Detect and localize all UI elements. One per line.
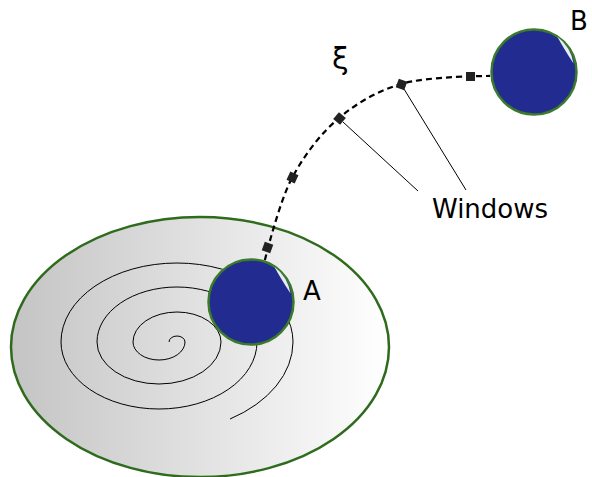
body-disc xyxy=(209,260,294,345)
edge-label: ξ xyxy=(332,44,349,74)
window-square xyxy=(396,79,408,91)
circle-outline xyxy=(490,28,578,116)
body-circle: B xyxy=(490,28,578,116)
callout-label: Windows xyxy=(432,196,548,222)
highlight xyxy=(274,267,290,294)
leader-line xyxy=(343,122,418,191)
window-square xyxy=(287,172,299,184)
window-square xyxy=(262,242,274,254)
body-label: A xyxy=(303,278,321,304)
body-circle: A xyxy=(207,258,295,346)
highlight xyxy=(557,37,573,64)
galaxy-disk xyxy=(11,217,389,477)
trajectory-line xyxy=(265,76,490,260)
circle-outline xyxy=(207,258,295,346)
leader-line xyxy=(404,89,466,190)
body-disc xyxy=(492,30,577,115)
window-square xyxy=(466,72,475,81)
body-label: B xyxy=(570,8,588,34)
window-square xyxy=(333,112,346,125)
